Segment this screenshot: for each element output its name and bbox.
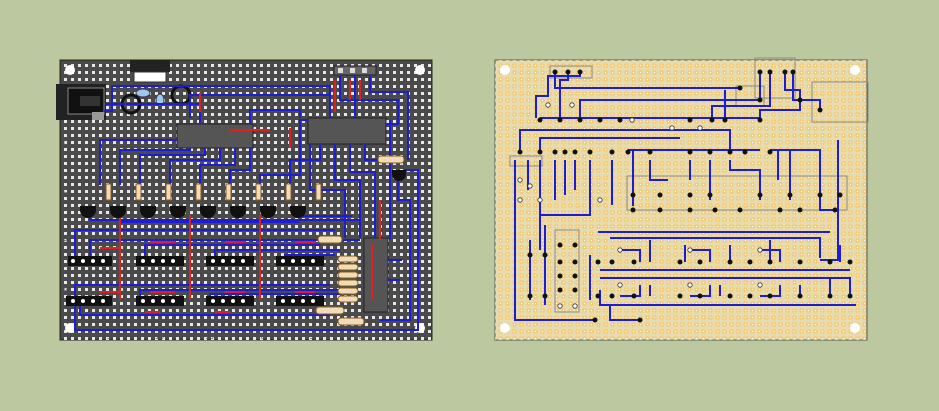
- left-jumpers: [100, 80, 381, 313]
- row-label-b: B: [63, 237, 68, 245]
- column-labels: 5 10 15 20 25 30: [107, 333, 363, 341]
- component-outlines: [509, 57, 869, 313]
- right-mounting-holes: [500, 65, 860, 333]
- col-label-20: 20: [256, 333, 265, 341]
- col-label-10: 10: [155, 333, 164, 341]
- button-pads: [71, 259, 315, 303]
- base-resistors: [105, 183, 322, 201]
- header-connector: [333, 65, 377, 76]
- left-board: D C B A 5 10 15 20 25 30: [56, 59, 433, 341]
- hollow-pads: [517, 102, 763, 309]
- power-jack: [56, 84, 106, 120]
- voltage-regulator: [130, 60, 170, 83]
- small-capacitors: [135, 88, 165, 107]
- col-label-25: 25: [305, 333, 314, 341]
- right-board-pads: [495, 60, 867, 340]
- ic-chips: [176, 117, 389, 313]
- button-groups-top: [68, 256, 324, 266]
- resistors: [315, 155, 405, 326]
- right-traces: [514, 70, 856, 321]
- col-label-30: 30: [354, 333, 363, 341]
- right-board: [494, 57, 869, 341]
- col-label-5: 5: [107, 333, 111, 341]
- solder-dots: [517, 69, 853, 323]
- row-label-d: D: [63, 139, 68, 147]
- button-groups-bottom: [66, 296, 324, 306]
- transistor-row: [80, 170, 406, 218]
- row-labels: D C B A: [63, 139, 68, 294]
- row-label-c: C: [63, 187, 68, 195]
- col-label-15: 15: [205, 333, 214, 341]
- row-label-a: A: [63, 286, 68, 294]
